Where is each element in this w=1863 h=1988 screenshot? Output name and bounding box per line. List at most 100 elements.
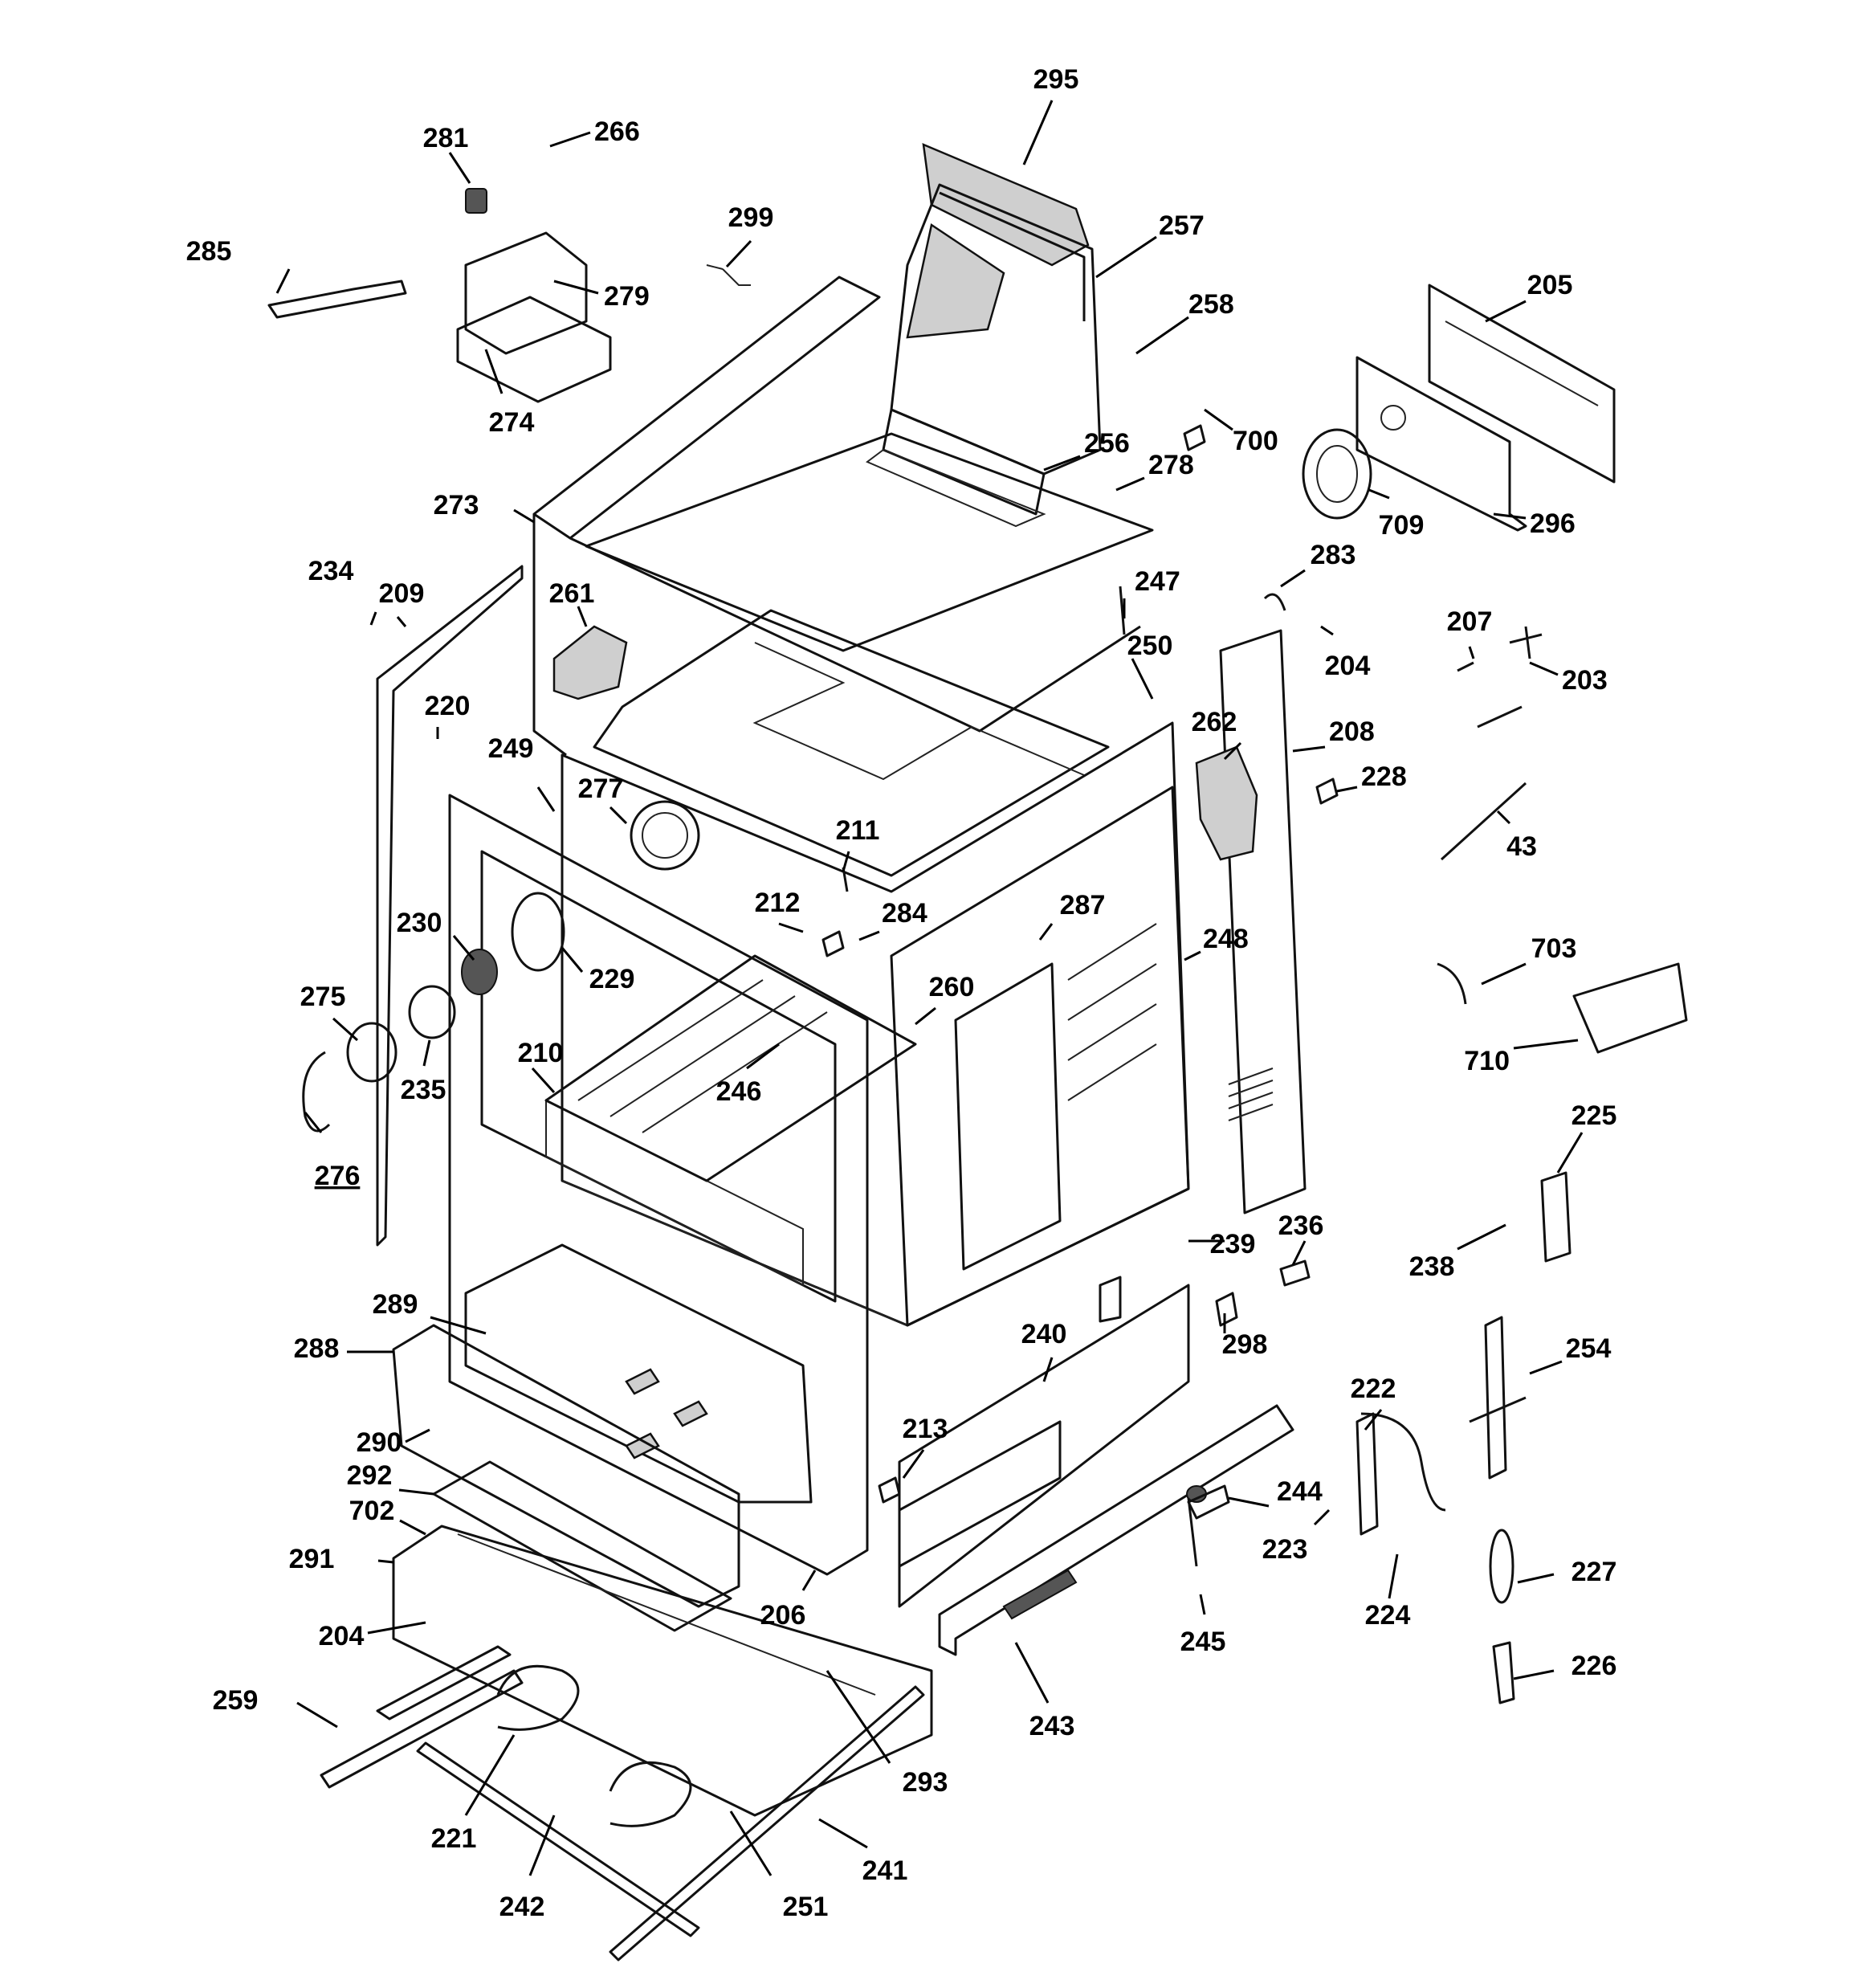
- callout-205: 205: [1527, 270, 1573, 300]
- part-243-kick-panel: [938, 1404, 1294, 1656]
- callout-240: 240: [1021, 1319, 1067, 1349]
- callout-700: 700: [1233, 426, 1278, 456]
- parts-group: [267, 143, 1688, 1961]
- part-246-oven-rack: [544, 954, 917, 1182]
- callout-230: 230: [397, 908, 442, 938]
- callout-266: 266: [594, 116, 640, 147]
- callout-204b: 204: [319, 1621, 365, 1651]
- part-293-bottom-panel: [392, 1525, 933, 1817]
- part-205-back-cover: [1428, 284, 1616, 484]
- callout-299: 299: [728, 202, 774, 233]
- callout-223: 223: [1262, 1534, 1308, 1565]
- callout-212: 212: [755, 888, 801, 918]
- callout-238: 238: [1409, 1251, 1455, 1282]
- callout-235: 235: [401, 1075, 446, 1105]
- part-front-frame: [448, 794, 869, 1576]
- callout-291: 291: [289, 1544, 335, 1574]
- callout-284: 284: [882, 898, 927, 929]
- callout-295: 295: [1033, 64, 1079, 95]
- callout-245: 245: [1180, 1627, 1226, 1657]
- callout-228: 228: [1361, 761, 1407, 792]
- part-289-lower-pan: [464, 1243, 813, 1504]
- callout-241: 241: [862, 1855, 908, 1886]
- part-248-side-strip: [1219, 629, 1307, 1214]
- callout-204a: 204: [1325, 651, 1371, 681]
- callout-239: 239: [1210, 1229, 1256, 1259]
- part-278-top-panel: [585, 432, 1154, 652]
- leader-lines: [275, 100, 1584, 1876]
- callout-296: 296: [1530, 508, 1576, 539]
- callout-248: 248: [1203, 924, 1249, 954]
- part-oven-top-panel: [593, 609, 1110, 877]
- callout-710: 710: [1464, 1046, 1510, 1076]
- callout-273: 273: [434, 490, 479, 520]
- callout-250: 250: [1127, 631, 1173, 661]
- callout-278: 278: [1148, 450, 1194, 480]
- callout-211: 211: [836, 815, 880, 846]
- callout-285: 285: [186, 236, 232, 267]
- callout-203: 203: [1562, 665, 1608, 696]
- callout-258: 258: [1188, 289, 1234, 320]
- part-295-vent-duct: [922, 143, 1090, 321]
- callout-289: 289: [373, 1289, 418, 1320]
- callout-213: 213: [903, 1414, 948, 1444]
- callout-246: 246: [716, 1076, 762, 1107]
- part-290-front-bar: [392, 1324, 740, 1608]
- callout-209: 209: [379, 578, 425, 609]
- part-221-burner: [496, 1664, 692, 1827]
- callout-43: 43: [1506, 831, 1537, 862]
- callout-236: 236: [1278, 1210, 1324, 1241]
- callout-249: 249: [488, 733, 534, 764]
- callout-234: 234: [308, 556, 354, 586]
- callout-227: 227: [1572, 1557, 1617, 1587]
- callout-220: 220: [425, 691, 471, 721]
- part-709-ring: [1302, 428, 1372, 520]
- callout-226: 226: [1572, 1651, 1617, 1681]
- callout-254: 254: [1566, 1333, 1612, 1364]
- part-209-left-strip: [376, 565, 524, 1247]
- part-rails: [320, 1645, 925, 1961]
- part-287-side-panel: [890, 786, 1190, 1327]
- callout-298: 298: [1222, 1329, 1268, 1360]
- callout-262: 262: [1192, 707, 1237, 737]
- callout-224: 224: [1365, 1600, 1411, 1631]
- part-262-insulation: [1195, 745, 1258, 861]
- part-296-back-plate: [1355, 356, 1527, 532]
- callout-221: 221: [431, 1823, 477, 1854]
- callout-256: 256: [1084, 428, 1130, 459]
- part-292-deflector: [432, 1460, 732, 1632]
- callout-222: 222: [1351, 1374, 1396, 1404]
- callout-288: 288: [294, 1333, 340, 1364]
- callout-207: 207: [1447, 606, 1493, 637]
- callout-281: 281: [423, 123, 469, 153]
- callout-275: 275: [300, 982, 346, 1012]
- callout-290: 290: [357, 1427, 402, 1458]
- callout-702: 702: [349, 1496, 395, 1526]
- callout-274: 274: [489, 407, 535, 438]
- part-261-insulation: [552, 625, 628, 700]
- callout-279: 279: [604, 281, 650, 312]
- callout-259: 259: [213, 1685, 259, 1716]
- callout-247: 247: [1135, 566, 1180, 597]
- part-273-top-frame: [532, 276, 1141, 757]
- callout-242: 242: [499, 1892, 545, 1922]
- part-257-vent-duct-body: [882, 183, 1102, 516]
- callout-208: 208: [1329, 716, 1375, 747]
- callout-243: 243: [1029, 1711, 1075, 1741]
- callout-257: 257: [1159, 210, 1205, 241]
- callout-labels: 295 266 281 299 257 285 279 205 258 274 …: [186, 64, 1617, 1922]
- callout-229: 229: [589, 964, 635, 994]
- part-misc-right: [821, 424, 1688, 1704]
- callout-293: 293: [903, 1767, 948, 1798]
- callout-709: 709: [1379, 510, 1425, 541]
- callout-703: 703: [1531, 933, 1577, 964]
- callout-292: 292: [347, 1460, 393, 1491]
- callout-287: 287: [1060, 890, 1106, 921]
- part-240-bottom-back-panel: [898, 1284, 1190, 1608]
- callout-251: 251: [783, 1892, 829, 1922]
- callout-277: 277: [578, 774, 624, 804]
- callout-225: 225: [1572, 1100, 1617, 1131]
- callout-260: 260: [929, 972, 975, 1002]
- callout-276: 276: [315, 1161, 361, 1191]
